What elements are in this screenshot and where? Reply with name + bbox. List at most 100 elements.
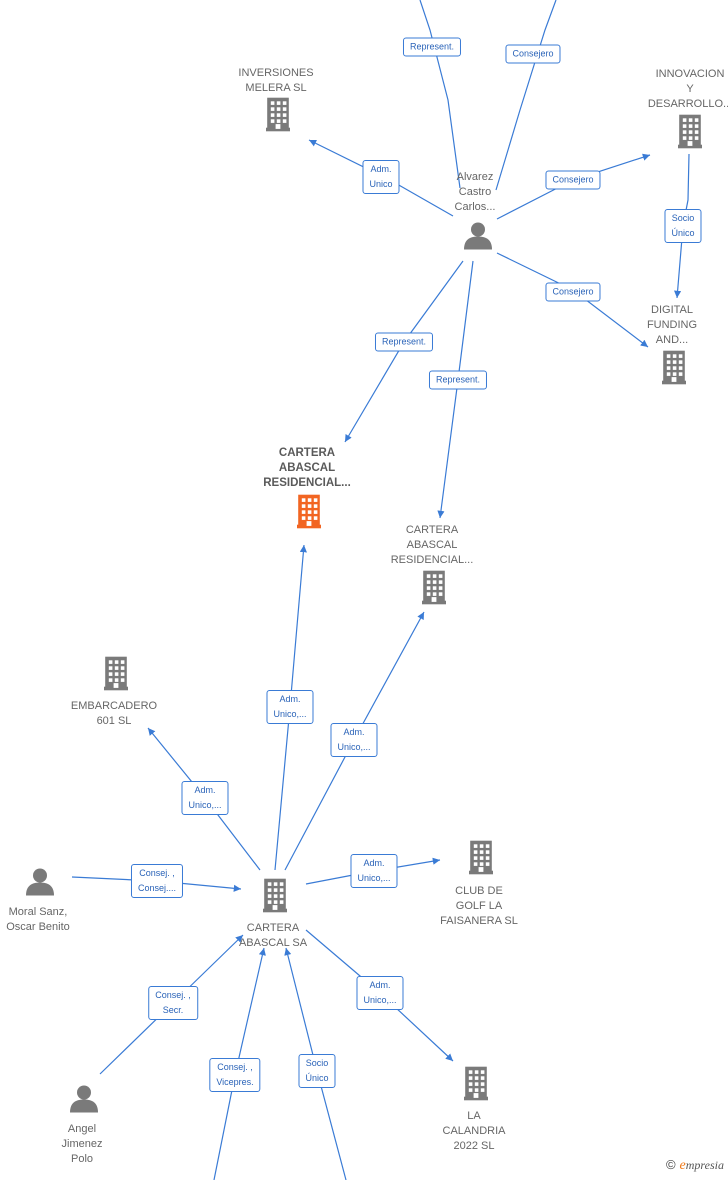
node-label-line: 2022 SL <box>453 1140 495 1152</box>
node-label-digital[interactable]: DIGITAL FUNDING AND... <box>647 303 697 348</box>
edge-label-line: Represent. <box>381 336 427 347</box>
edge-label-line: Adm. <box>343 727 365 737</box>
edge-label-line: Socio <box>305 1058 329 1068</box>
node-label-line: Alvarez <box>456 171 494 183</box>
node-label-line: Castro <box>458 186 492 198</box>
edge-label-e14[interactable]: Consej. , Secr. <box>148 986 198 1020</box>
building-icon-innovacion[interactable] <box>678 114 702 154</box>
edge-label-line: Consej. , <box>217 1062 253 1072</box>
building-icon-cartera_res1[interactable] <box>297 494 321 534</box>
edge-label-line: Consejero <box>552 174 594 185</box>
node-label-moral[interactable]: Moral Sanz,Oscar Benito <box>6 905 70 935</box>
building-icon-calandria[interactable] <box>464 1066 488 1106</box>
edge-label-line: Consej. , <box>155 990 191 1000</box>
node-label-line: CARTERA <box>246 922 300 934</box>
node-label-line: FUNDING <box>646 319 698 331</box>
edge-label-line: Único <box>671 228 695 238</box>
node-label-innovacion[interactable]: INNOVACION Y DESARROLLO... <box>648 67 728 112</box>
edge-label-e15[interactable]: Adm. Unico,... <box>356 976 404 1010</box>
edge-label-e13[interactable]: Adm.Unico,... <box>350 854 398 888</box>
node-label-line: Moral Sanz, <box>8 906 68 918</box>
node-label-line: DESARROLLO... <box>647 98 728 110</box>
edge-label-line: Consejero <box>552 286 594 297</box>
edge-label-line: Adm. <box>194 785 216 795</box>
node-label-club[interactable]: CLUB DE GOLF LA FAISANERA SL <box>440 884 518 929</box>
edge-label-line: Unico,... <box>337 742 371 752</box>
brand-name: empresia <box>679 1158 724 1173</box>
node-label-line: INVERSIONES <box>238 67 314 79</box>
edge-e8 <box>437 260 474 519</box>
edge-label-line: Unico,... <box>363 995 397 1005</box>
person-icon-alvarez[interactable] <box>463 222 493 255</box>
edge-e1 <box>419 0 461 189</box>
node-label-line: LA <box>467 1110 481 1122</box>
node-label-line: AND... <box>655 334 689 346</box>
edge-label-line: Vicepres. <box>216 1077 254 1087</box>
brand-watermark: ©empresia <box>666 1157 724 1174</box>
edge-label-line: Adm. <box>370 164 392 174</box>
edge-label-line: Consejero <box>512 48 554 59</box>
node-label-line: RESIDENCIAL... <box>263 477 351 489</box>
building-icon-cartera_sa[interactable] <box>263 878 287 918</box>
edge-label-e6[interactable]: Consejero <box>545 282 601 302</box>
node-label-line: GOLF LA <box>455 900 503 912</box>
node-label-inversiones[interactable]: INVERSIONES MELERA SL <box>238 66 313 96</box>
building-icon-embarcadero[interactable] <box>104 656 128 696</box>
node-label-line: CALANDRIA <box>442 1125 506 1137</box>
edge-e2 <box>495 0 557 191</box>
node-label-line: EMBARCADERO <box>70 700 158 712</box>
person-icon-angel[interactable] <box>69 1085 99 1118</box>
edge-e7 <box>344 260 464 443</box>
building-icon-inversiones[interactable] <box>266 97 290 137</box>
edge-label-e1[interactable]: Represent. <box>402 37 462 57</box>
edge-label-e3[interactable]: Adm. Unico <box>362 160 400 194</box>
edge-label-line: Adm. <box>363 858 385 868</box>
building-icon-cartera_res2[interactable] <box>422 570 446 610</box>
edge-label-line: Consej. , <box>139 868 175 878</box>
edge-label-line: Unico <box>369 179 393 189</box>
edge-label-e8[interactable]: Represent. <box>428 370 488 390</box>
node-label-line: FAISANERA SL <box>440 915 518 927</box>
edge-label-e16[interactable]: Consej. , Vicepres. <box>209 1058 261 1092</box>
node-label-line: CARTERA <box>405 524 459 536</box>
edge-label-e11[interactable]: Adm. Unico,... <box>181 781 229 815</box>
node-label-embarcadero[interactable]: EMBARCADERO 601 SL <box>71 699 157 729</box>
node-label-line: Jimenez <box>61 1138 103 1150</box>
node-label-line: RESIDENCIAL... <box>390 554 474 566</box>
edge-label-e9[interactable]: Adm.Unico,... <box>266 690 314 724</box>
edge-label-e10[interactable]: Adm. Unico,... <box>330 723 378 757</box>
edge-label-e4[interactable]: Consejero <box>545 170 601 190</box>
person-icon-moral[interactable] <box>25 868 55 901</box>
copyright-symbol: © <box>665 1157 676 1172</box>
node-label-line: Carlos... <box>454 201 496 213</box>
node-label-line: CLUB DE <box>455 885 503 897</box>
edge-label-line: Represent. <box>435 374 481 385</box>
edge-label-e2[interactable]: Consejero <box>505 44 561 64</box>
building-icon-club[interactable] <box>469 840 493 880</box>
edge-label-line: Adm. <box>369 980 391 990</box>
edge-label-e12[interactable]: Consej. , Consej.... <box>130 864 184 898</box>
edge-label-line: Consej.... <box>137 883 177 893</box>
edge-label-line: Unico,... <box>188 800 222 810</box>
node-label-line: Polo <box>70 1153 94 1165</box>
node-label-line: ABASCAL <box>278 462 336 474</box>
edge-label-e7[interactable]: Represent. <box>374 332 434 352</box>
node-label-line: MELERA SL <box>245 82 307 94</box>
edge-label-line: Secr. <box>162 1005 184 1015</box>
node-label-line: Angel <box>67 1123 97 1135</box>
node-label-calandria[interactable]: LA CALANDRIA 2022 SL <box>443 1109 506 1154</box>
node-label-line: 601 SL <box>96 715 132 727</box>
building-icon-digital[interactable] <box>662 350 686 390</box>
node-label-line: Y <box>686 83 694 95</box>
edge-label-line: Único <box>305 1073 329 1083</box>
edge-label-line: Unico,... <box>273 709 307 719</box>
node-label-line: INNOVACION <box>655 68 725 80</box>
node-label-line: DIGITAL <box>651 304 693 316</box>
